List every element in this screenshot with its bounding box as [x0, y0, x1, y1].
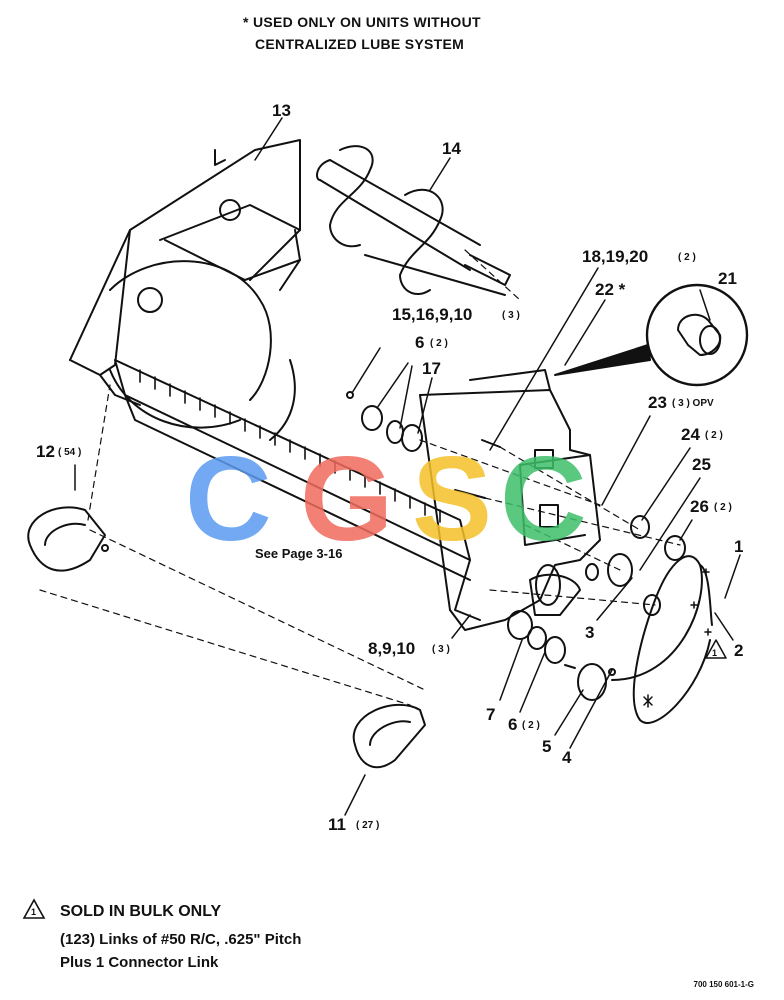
- callout-18-19-20: 18,19,20: [582, 247, 648, 266]
- triangle-symbol-2: 1: [712, 648, 717, 658]
- header-frame: [69, 139, 301, 441]
- drawing-code: 700 150 601-1-G: [693, 980, 755, 989]
- callout-24: 24: [681, 425, 700, 444]
- callout-1: 1: [734, 537, 743, 556]
- watermark-letter-c1: C: [185, 432, 272, 566]
- callout-7: 7: [486, 705, 495, 724]
- footnote-line-2: Plus 1 Connector Link: [60, 954, 219, 971]
- callout-5: 5: [542, 737, 551, 756]
- drive-sprockets: [507, 515, 686, 701]
- drive-side-panel: [419, 369, 601, 631]
- callout-26-qty: ( 2 ): [714, 502, 732, 513]
- detail-circle: [554, 283, 749, 387]
- leader-lines: [74, 117, 741, 816]
- callout-25: 25: [692, 455, 711, 474]
- footnote-title: SOLD IN BULK ONLY: [60, 903, 222, 920]
- callout-26: 26: [690, 497, 709, 516]
- guide-lines: [39, 249, 681, 706]
- callout-6-lower: 6: [508, 715, 517, 734]
- shield-11: [352, 704, 426, 769]
- callout-15-16-9-10: 15,16,9,10: [392, 305, 472, 324]
- callout-11: 11: [328, 815, 346, 834]
- callout-24-qty: ( 2 ): [705, 430, 723, 441]
- callout-23: 23: [648, 393, 667, 412]
- header-line-2: CENTRALIZED LUBE SYSTEM: [255, 36, 465, 52]
- callout-23-qty: ( 3 ) OPV: [672, 398, 714, 409]
- bearing-group-upper: [346, 391, 501, 499]
- watermark: C G S C: [185, 432, 587, 566]
- watermark-letter-c2: C: [500, 432, 587, 566]
- watermark-letter-s: S: [412, 432, 492, 566]
- callout-8-qty: ( 3 ): [432, 644, 450, 655]
- bulk-triangle: [705, 639, 727, 659]
- callout-14: 14: [442, 139, 461, 158]
- footnote-triangle-icon: 1: [22, 898, 46, 919]
- see-page-reference: See Page 3-16: [255, 546, 342, 561]
- header-line-1: * USED ONLY ON UNITS WITHOUT: [243, 14, 481, 30]
- watermark-letter-g: G: [300, 432, 393, 566]
- callout-15-qty: ( 3 ): [502, 310, 520, 321]
- callout-21: 21: [718, 269, 737, 288]
- callout-4: 4: [562, 748, 572, 767]
- callout-22: 22 *: [595, 280, 626, 299]
- shield-12: [27, 506, 109, 572]
- callout-12-qty: ( 54 ): [58, 447, 81, 458]
- callout-3: 3: [585, 623, 594, 642]
- callout-6-upper: 6: [415, 333, 424, 352]
- callout-13: 13: [272, 101, 291, 120]
- callout-11-qty: ( 27 ): [356, 820, 379, 831]
- callout-6-lower-qty: ( 2 ): [522, 720, 540, 731]
- roller-chain: [611, 555, 713, 724]
- callout-6-upper-qty: ( 2 ): [430, 338, 448, 349]
- callout-2: 2: [734, 641, 743, 660]
- callout-12: 12: [36, 442, 55, 461]
- auger: [316, 145, 511, 296]
- callout-17: 17: [422, 359, 441, 378]
- svg-text:1: 1: [31, 907, 36, 917]
- callout-18-qty: ( 2 ): [678, 252, 696, 263]
- callout-8-9-10: 8,9,10: [368, 639, 415, 658]
- asterisk-marks: [643, 568, 712, 708]
- footnote-line-1: (123) Links of #50 R/C, .625" Pitch: [60, 931, 302, 948]
